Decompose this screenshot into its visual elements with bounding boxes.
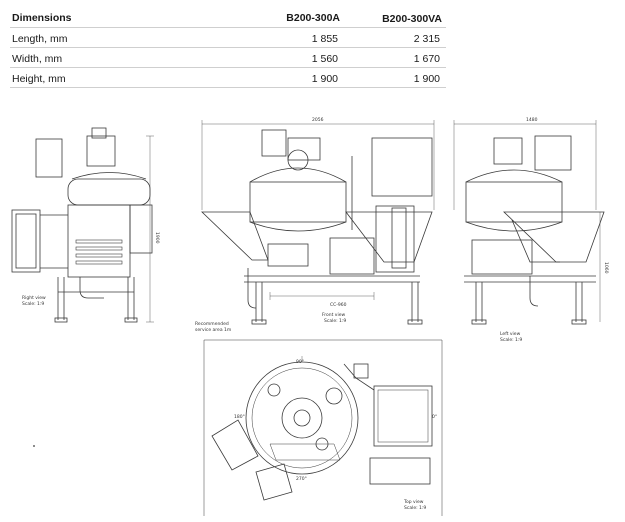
angle-180: 180° <box>234 414 245 420</box>
right-view-drawing <box>11 127 154 323</box>
service-area-label: Recommended <box>195 321 229 327</box>
right-height-dim: 1900 <box>154 232 160 244</box>
front-view-drawing <box>201 120 435 325</box>
top-view-drawing <box>203 339 443 516</box>
left-view-scale: Scale: 1:9 <box>500 337 522 343</box>
left-height-dim: 1060 <box>603 262 609 274</box>
table-row: Length, mm 1 855 2 315 <box>10 28 446 48</box>
stray-dot <box>33 445 35 447</box>
front-view-scale: Scale: 1:9 <box>324 318 346 324</box>
row-value-va: 1 670 <box>413 53 440 65</box>
row-label: Length, mm <box>12 33 68 45</box>
row-value-a: 1 560 <box>311 53 338 65</box>
front-view-label: Front view <box>322 312 345 318</box>
header-b200-300a: B200-300A <box>286 12 340 24</box>
left-width-dim: 1480 <box>526 117 538 123</box>
row-label: Height, mm <box>12 73 66 85</box>
row-label: Width, mm <box>12 53 63 65</box>
row-value-va: 1 900 <box>413 73 440 85</box>
table-row: Height, mm 1 900 1 900 <box>10 68 446 88</box>
header-b200-300va: B200-300VA <box>382 13 442 25</box>
right-view-label: Right view <box>22 295 46 301</box>
table-header-row: Dimensions B200-300A B200-300VA <box>10 6 446 28</box>
row-value-a: 1 855 <box>311 33 338 45</box>
front-inner-dim: CC-960 <box>330 302 347 308</box>
dimensions-table: Dimensions B200-300A B200-300VA Length, … <box>10 6 446 88</box>
service-area-label-2: service area 1m <box>195 327 231 333</box>
angle-0: 0° <box>432 414 437 420</box>
right-view-scale: Scale: 1:9 <box>22 301 44 307</box>
row-value-va: 2 315 <box>413 33 440 45</box>
top-view-scale: Scale: 1:9 <box>404 505 426 511</box>
angle-90: 90° <box>296 359 304 365</box>
top-view-label: Top view <box>403 499 424 505</box>
front-width-dim: 2056 <box>312 117 324 123</box>
header-dimensions: Dimensions <box>12 12 72 24</box>
left-view-label: Left view <box>500 331 521 337</box>
row-value-a: 1 900 <box>311 73 338 85</box>
left-view-drawing <box>453 120 605 325</box>
table-row: Width, mm 1 560 1 670 <box>10 48 446 68</box>
angle-270: 270° <box>296 476 307 482</box>
